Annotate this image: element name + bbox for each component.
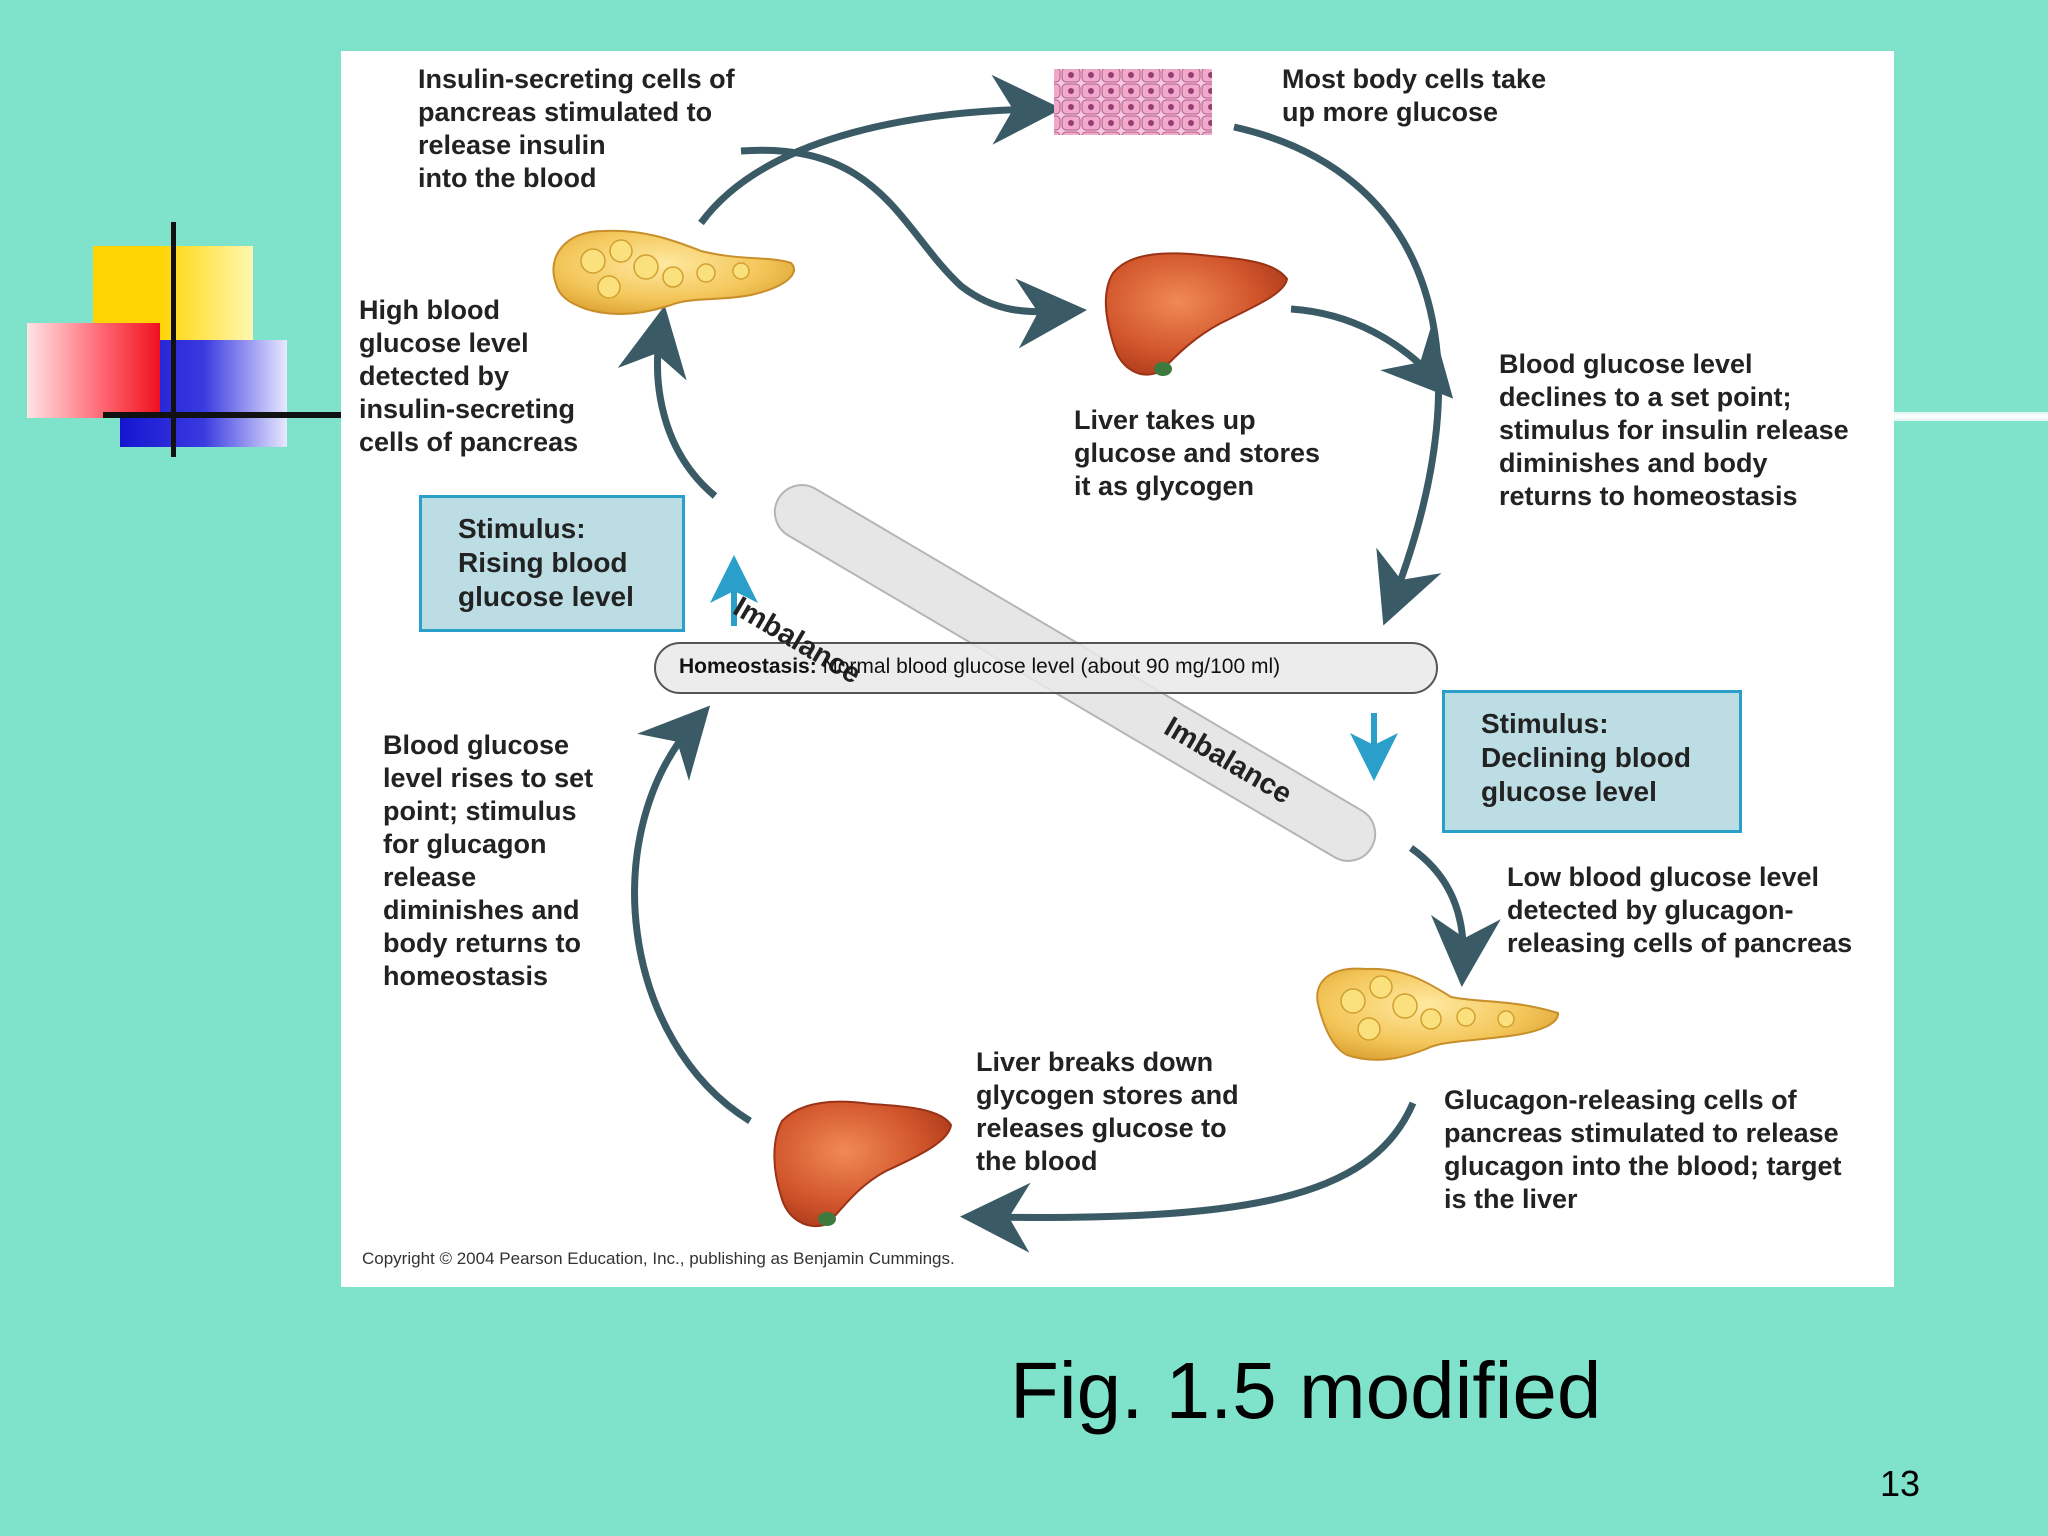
label-glucose-rises: Blood glucose level rises to set point; … [383, 730, 594, 991]
label-liver-breaks-down: Liver breaks down glycogen stores and re… [976, 1047, 1239, 1176]
pancreas-lower-icon [1316, 967, 1559, 1061]
homeostasis-bar [654, 642, 1438, 694]
homeostasis-text: Normal blood glucose level (about 90 mg/… [822, 655, 1281, 678]
arrow-pancreas-to-cells [698, 74, 1062, 226]
deco-horizontal-line [103, 412, 341, 418]
arrow-pancreas-to-liver [740, 146, 1087, 349]
label-insulin-cells-release: Insulin-secreting cells of pancreas stim… [418, 64, 735, 193]
stimulus-declining-box: Stimulus: Declining blood glucose level [1442, 690, 1742, 833]
label-glucose-declines: Blood glucose level declines to a set po… [1499, 349, 1849, 511]
deco-red-square [27, 323, 160, 418]
body-cells-image [1054, 69, 1212, 135]
pancreas-upper-icon [552, 229, 796, 315]
homeostasis-label: Homeostasis: Normal blood glucose level … [679, 653, 1280, 681]
arrow-pancreas-to-liver-lower [960, 1101, 1417, 1253]
arrow-cells-to-homeostasis [1233, 123, 1443, 626]
glucose-regulation-diagram [552, 69, 1559, 1253]
deco-vertical-line [171, 222, 176, 457]
label-glucagon-cells-release: Glucagon-releasing cells of pancreas sti… [1444, 1085, 1842, 1214]
deco-right-line [1894, 412, 2048, 421]
liver-upper-icon [1104, 252, 1289, 376]
label-high-glucose-detected: High blood glucose level detected by ins… [359, 295, 579, 457]
arrow-liver-to-homeostasis [631, 705, 752, 1124]
homeostasis-bold: Homeostasis: [679, 655, 817, 678]
label-low-glucose-detected: Low blood glucose level detected by gluc… [1507, 862, 1853, 958]
arrow-imbalance-to-pancreas [617, 305, 718, 499]
stimulus-rising-box: Stimulus: Rising blood glucose level [419, 495, 685, 632]
arrow-imbalance-to-low-detect [1408, 845, 1501, 987]
label-body-cells-take-up: Most body cells take up more glucose [1282, 64, 1547, 127]
label-liver-takes-up: Liver takes up glucose and stores it as … [1074, 405, 1321, 501]
copyright-notice: Copyright © 2004 Pearson Education, Inc.… [362, 1249, 955, 1268]
page-number: 13 [1880, 1463, 1921, 1504]
arrow-liver-to-decline [1290, 305, 1454, 399]
figure-caption: Fig. 1.5 modified [1010, 1346, 1602, 1435]
diagram-panel: Imbalance Imbalance Homeostasis: Normal … [341, 51, 1894, 1287]
liver-lower-icon [773, 1100, 953, 1227]
